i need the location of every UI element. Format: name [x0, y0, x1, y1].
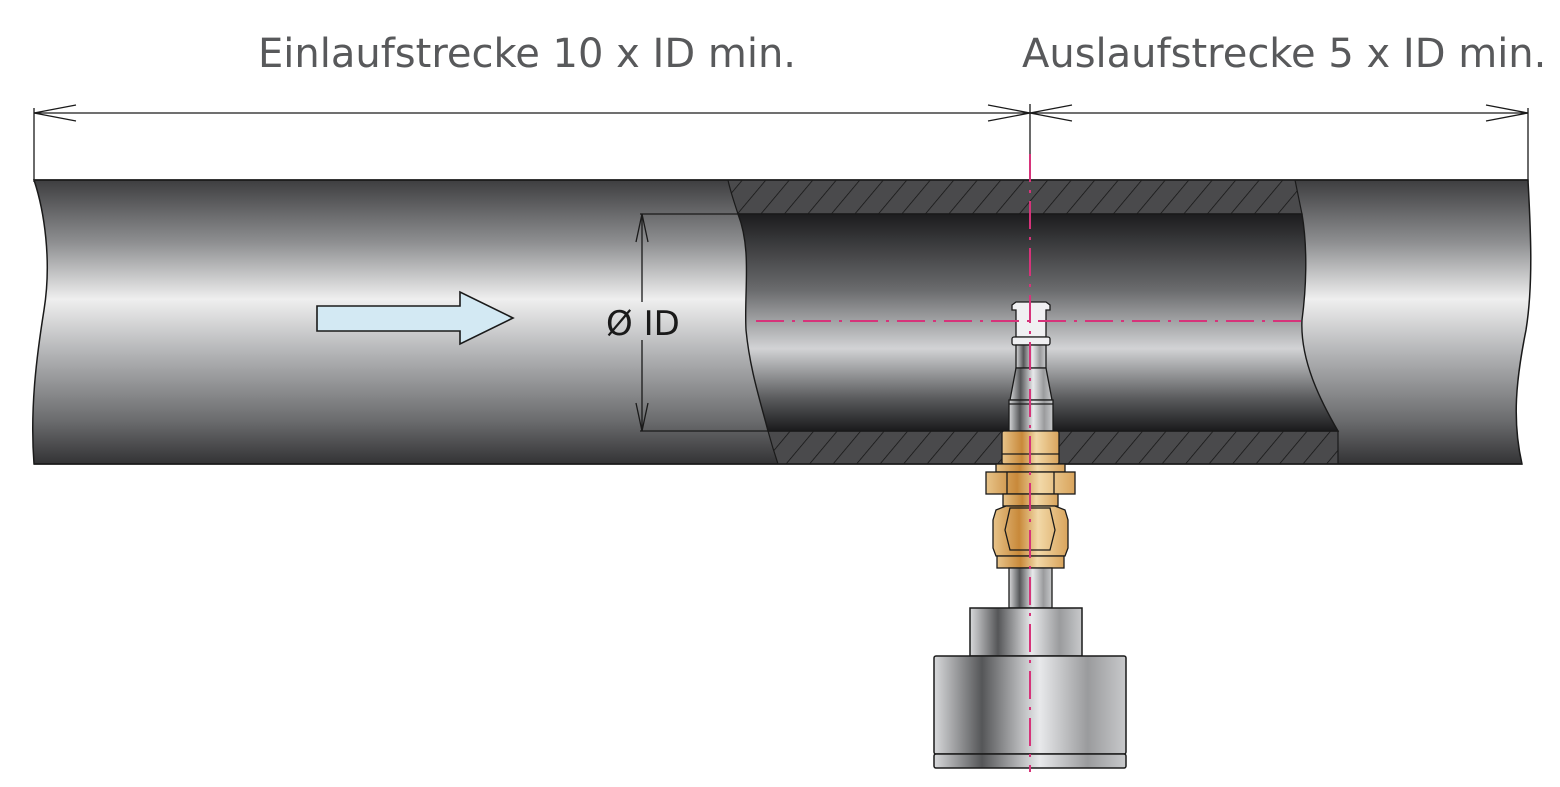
- arrowhead-center-right-icon: [1029, 104, 1073, 122]
- centerlines: [756, 154, 1302, 772]
- dimension-lines: [33, 104, 1529, 182]
- outlet-length-label: Auslaufstrecke 5 x ID min.: [1022, 31, 1546, 77]
- inlet-length-label: Einlaufstrecke 10 x ID min.: [258, 31, 796, 77]
- diameter-dimension: [635, 213, 770, 432]
- sensor-housing: [933, 607, 1127, 769]
- housing-upper: [969, 607, 1083, 657]
- diameter-arrow-down-icon: [635, 402, 649, 432]
- arrowhead-right-icon: [1485, 104, 1529, 122]
- flow-direction-arrow-icon: [316, 290, 515, 346]
- pipe-wall-section-top: [727, 180, 1303, 215]
- arrowhead-left-icon: [33, 104, 77, 122]
- diameter-arrow-up-icon: [635, 213, 649, 243]
- diameter-label: Ø ID: [606, 304, 680, 344]
